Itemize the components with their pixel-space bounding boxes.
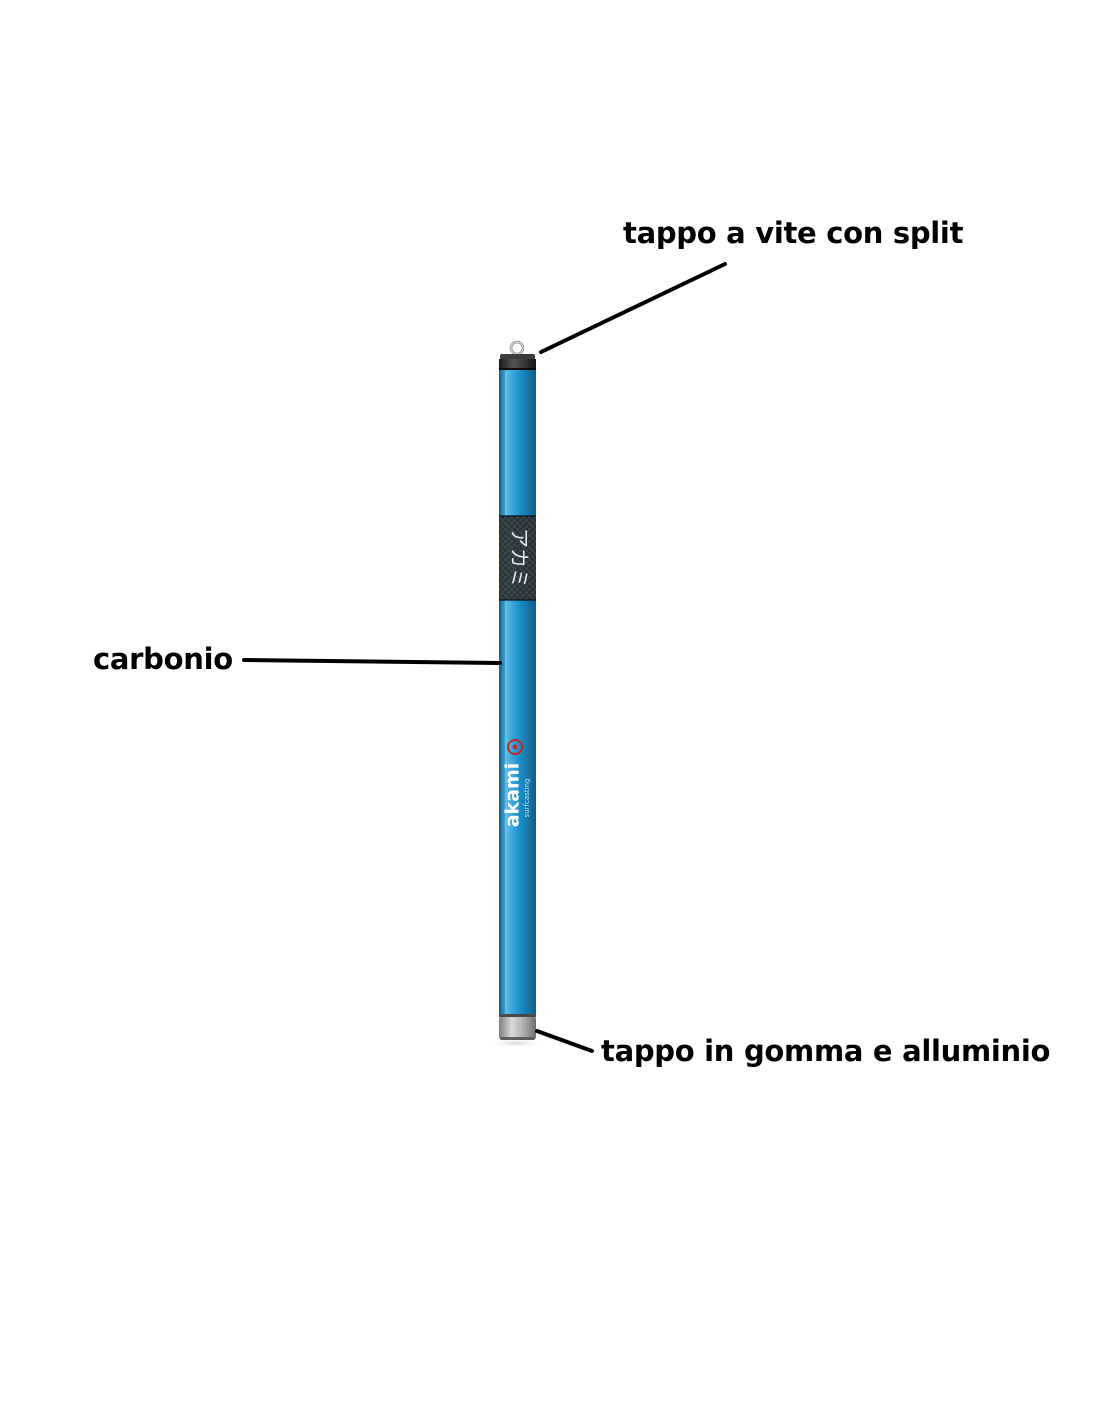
tube-body: [499, 370, 536, 1016]
brand-subline: surfcasting: [523, 779, 531, 818]
leader-line-bottom: [535, 1029, 594, 1053]
akami-logo-icon: akami surfcasting: [502, 739, 531, 828]
carbon-band-kanji: アカミ: [508, 528, 532, 588]
tube-shadow: [484, 1038, 548, 1048]
brand-name: akami: [502, 763, 524, 828]
leader-line-top: [539, 262, 727, 354]
carbon-band: アカミ: [499, 515, 536, 601]
callout-bottom-cap: tappo in gomma e alluminio: [601, 1034, 1051, 1068]
callout-screw-cap: tappo a vite con split: [623, 216, 964, 250]
leader-line-middle: [242, 658, 502, 665]
screw-cap-top: [499, 354, 536, 370]
callout-carbon: carbonio: [93, 642, 233, 676]
split-ring-icon: [509, 340, 525, 356]
bottom-cap: [499, 1014, 536, 1040]
